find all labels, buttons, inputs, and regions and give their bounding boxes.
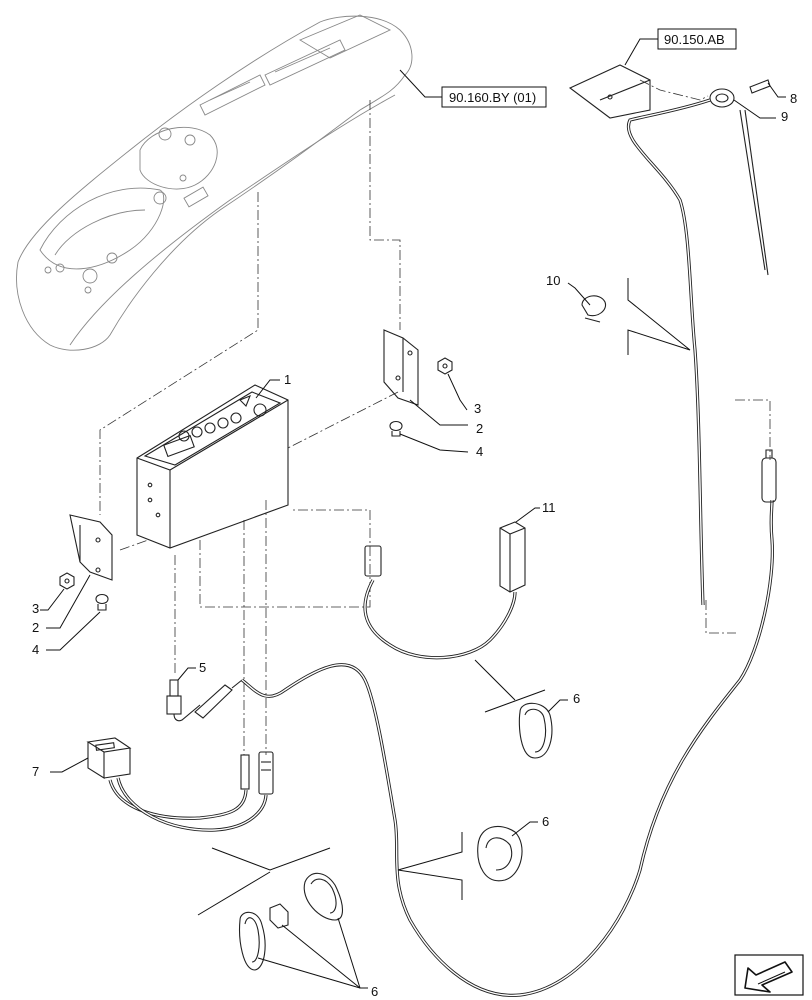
reference-label-mount: 90.150.AB	[664, 32, 725, 47]
callout-7: 7	[32, 764, 39, 779]
usb-aux-socket	[86, 737, 132, 779]
callout-2-left: 2	[32, 620, 39, 635]
callout-8: 8	[790, 91, 797, 106]
usb-aux-harness	[108, 751, 274, 832]
callout-11: 11	[542, 500, 556, 515]
callout-5: 5	[199, 660, 206, 675]
reference-box-mount[interactable]: 90.150.AB	[624, 28, 737, 66]
callout-6-center: 6	[542, 814, 549, 829]
nut-left	[59, 572, 75, 590]
callout-3-left: 3	[32, 601, 39, 616]
screw-left	[95, 593, 109, 611]
callout-9: 9	[781, 109, 788, 124]
antenna-cable	[241, 499, 774, 997]
callout-6-bottom: 6	[371, 984, 378, 999]
cable-clip	[581, 295, 607, 323]
callout-1: 1	[284, 372, 291, 387]
antenna-mount-cable	[626, 98, 711, 606]
screw-right	[389, 420, 403, 437]
cable-tie-right	[518, 702, 553, 759]
reference-box-cab[interactable]: 90.160.BY (01)	[399, 69, 547, 108]
callout-3-right: 3	[474, 401, 481, 416]
reference-label-cab: 90.160.BY (01)	[449, 90, 536, 105]
antenna-cable-connector	[761, 449, 777, 503]
clip-small	[269, 903, 289, 929]
assembly-guide-lines	[99, 79, 771, 755]
bracket-right	[383, 329, 419, 406]
callout-6-right: 6	[573, 691, 580, 706]
cable-tie-center	[477, 825, 523, 882]
callout-4-left: 4	[32, 642, 39, 657]
antenna-base	[709, 88, 769, 276]
cable-tie-bottom-a	[303, 872, 344, 921]
antenna-mount-bracket	[568, 64, 651, 119]
arrow-left-down-icon[interactable]	[734, 954, 804, 996]
nut-right	[437, 357, 453, 375]
callout-2-right: 2	[476, 421, 483, 436]
usb-extension-module	[363, 521, 526, 660]
radio-unit	[136, 384, 289, 549]
screw-top	[749, 79, 771, 94]
cable-tie-bottom-b	[239, 911, 266, 971]
bracket-left	[69, 514, 113, 581]
callout-4-right: 4	[476, 444, 483, 459]
cab-dashboard-outline	[16, 14, 413, 351]
callouts: 1 2 3 4 3 2 4 5 6 6 6 7 8 9 10 11	[32, 82, 797, 999]
break-marks	[197, 278, 691, 916]
antenna-adapter	[166, 679, 243, 722]
callout-10: 10	[546, 273, 560, 288]
